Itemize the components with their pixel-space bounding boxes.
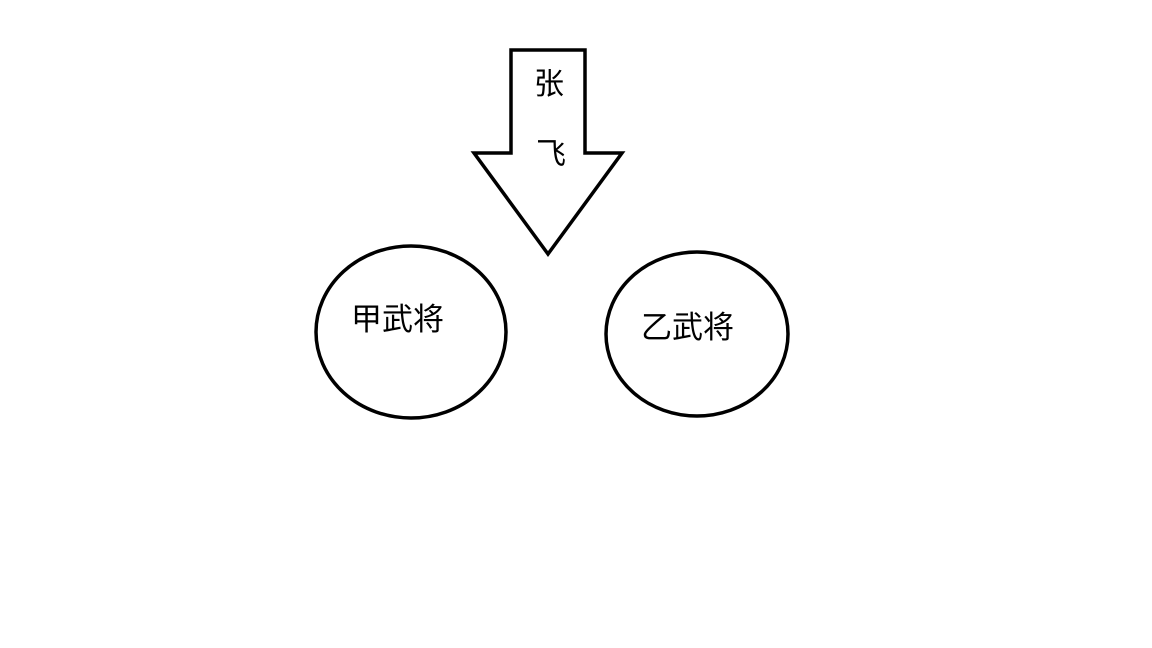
arrow-label-char-2: 飞 bbox=[536, 137, 566, 172]
node-yi-label: 乙武将 bbox=[641, 310, 734, 346]
node-jia-label: 甲武将 bbox=[351, 302, 444, 338]
down-arrow-shape bbox=[470, 48, 626, 257]
node-yi-circle bbox=[604, 250, 790, 418]
arrow-label-char-1: 张 bbox=[534, 67, 564, 102]
node-jia-circle bbox=[314, 244, 508, 420]
